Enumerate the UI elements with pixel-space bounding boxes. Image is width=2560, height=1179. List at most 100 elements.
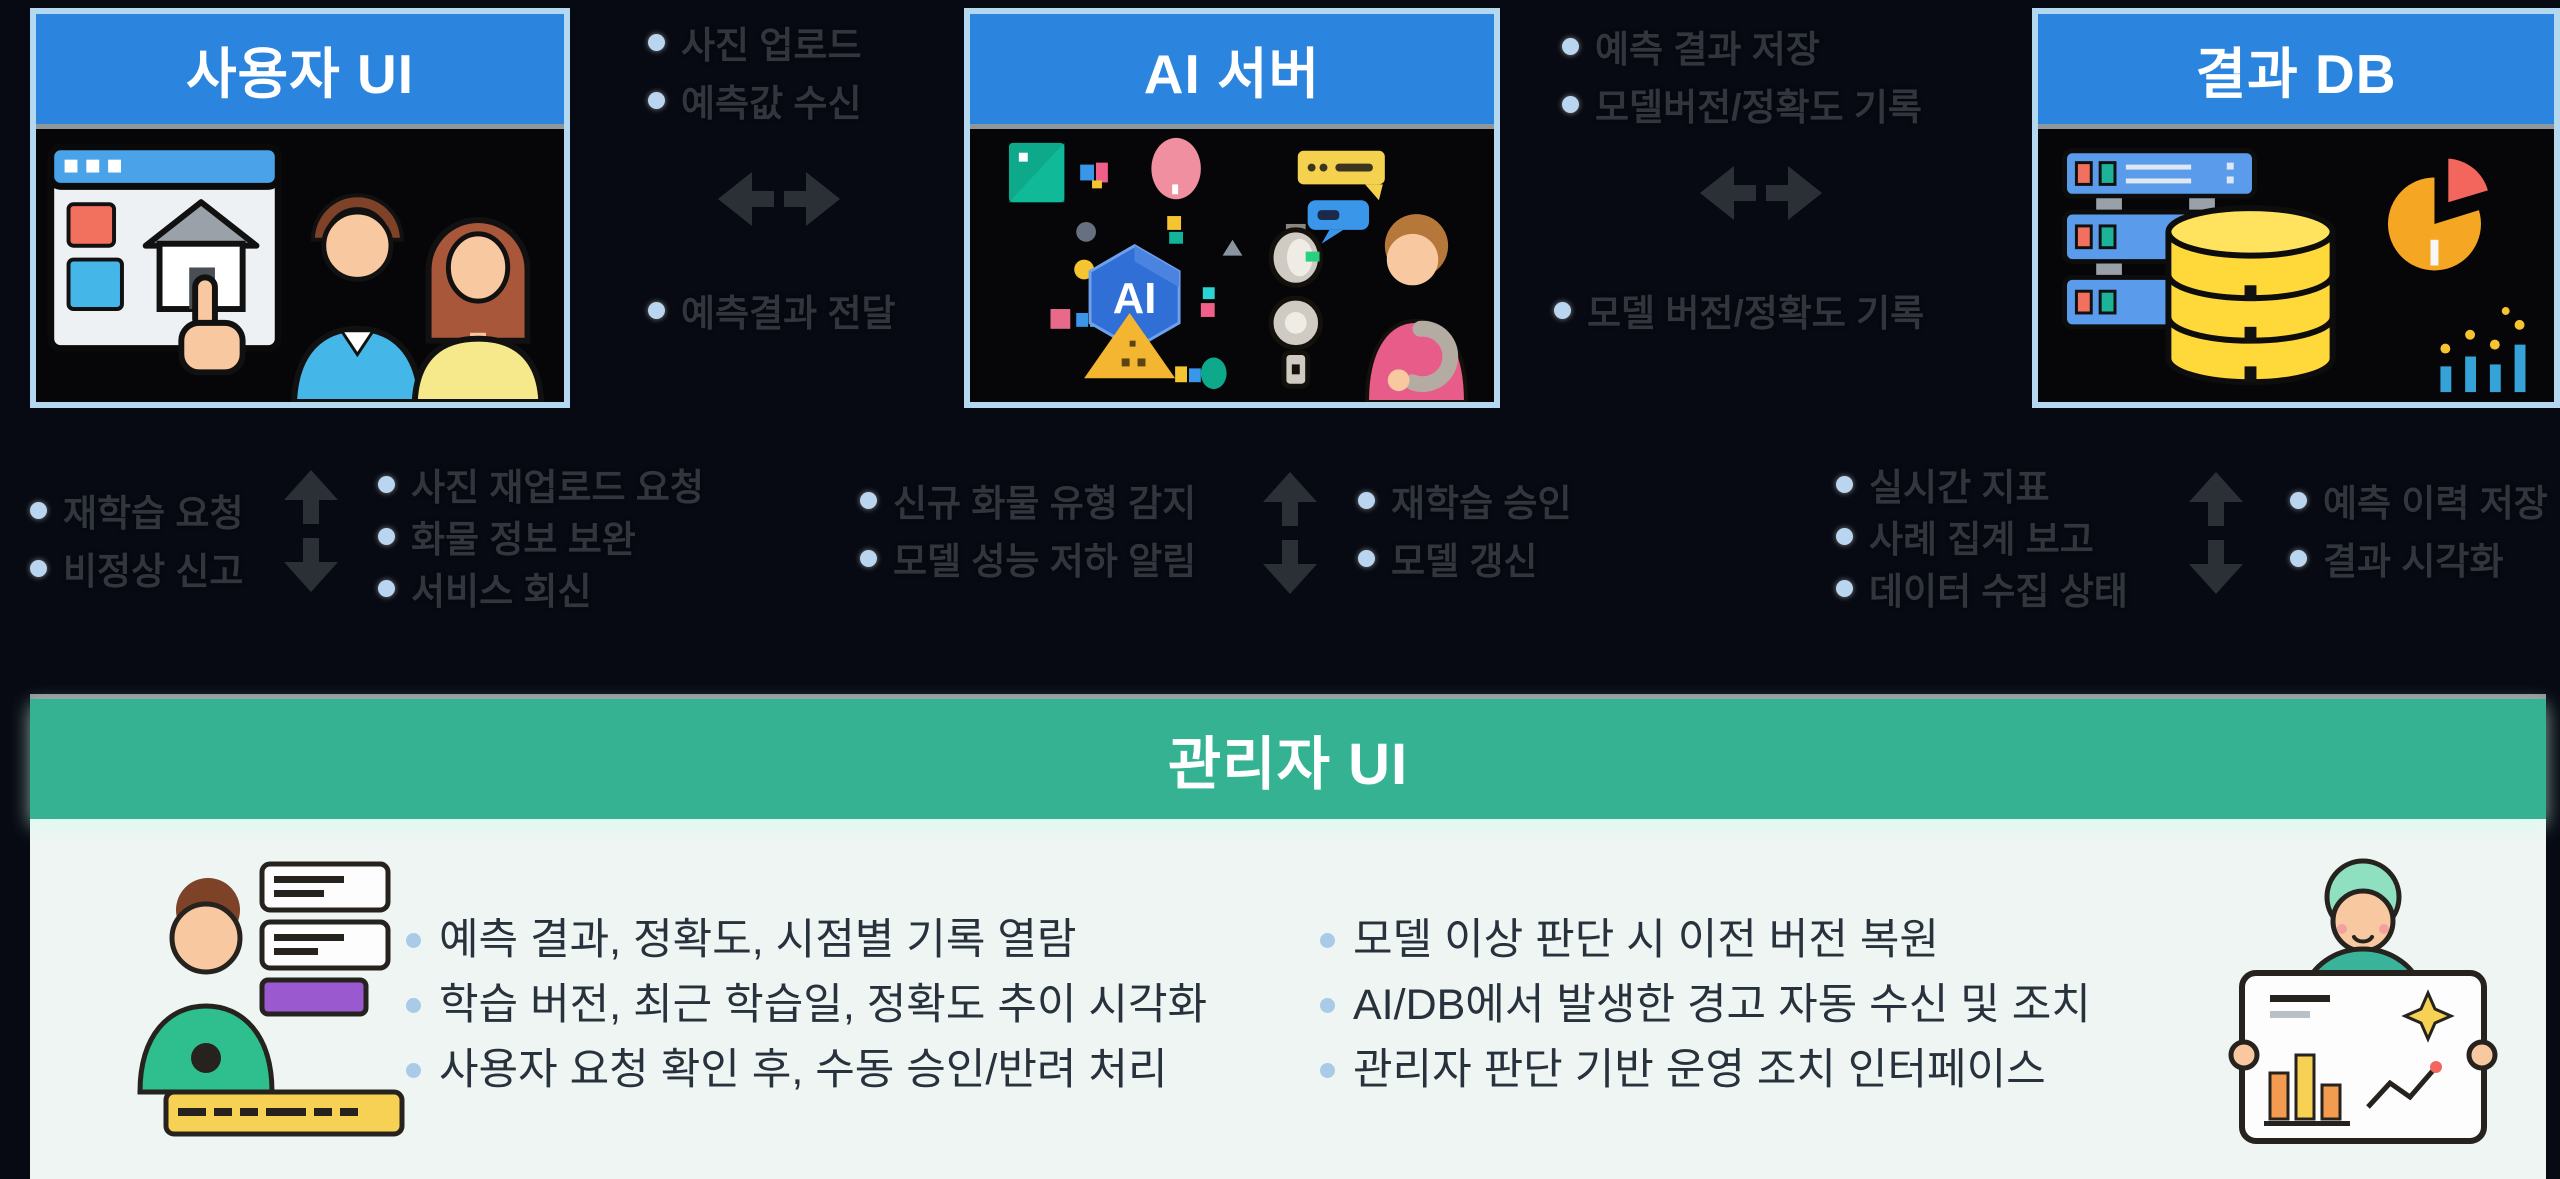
mid-flow-group-6: 예측 이력 저장 결과 시각화 — [2290, 478, 2548, 582]
admin-bullet-item: 사용자 요청 확인 후, 수동 승인/반려 처리 — [406, 1048, 1207, 1093]
result-db-illustration — [2038, 129, 2554, 402]
left-right-arrow-icon — [716, 166, 842, 237]
up-down-arrow-icon — [1260, 470, 1320, 601]
flow-item: 예측 이력 저장 — [2290, 478, 2548, 524]
bullet-dot-icon — [1562, 95, 1579, 113]
browser-users-icon — [47, 143, 545, 402]
result-db-box: 결과 DB — [2032, 8, 2560, 408]
flow-item: 예측 결과 저장 — [1562, 24, 1922, 70]
admin-bullet-item: AI/DB에서 발생한 경고 자동 수신 및 조치 — [1320, 982, 2091, 1028]
admin-bullet-item: 모델 이상 판단 시 이전 버전 복원 — [1320, 916, 2091, 964]
flow-item: 예측값 수신 — [648, 78, 861, 124]
admin-bullet-item: 관리자 판단 기반 운영 조치 인터페이스 — [1320, 1048, 2091, 1093]
flow-label: 예측 이력 저장 — [2323, 483, 2548, 524]
bullet-dot-icon — [378, 579, 395, 597]
admin-bullet-item: 학습 버전, 최근 학습일, 정확도 추이 시각화 — [406, 981, 1208, 1030]
flow-item: 사진 업로드 — [648, 20, 861, 66]
flow-label: 비정상 신고 — [63, 551, 244, 592]
user-ui-box: 사용자 UI — [30, 8, 570, 408]
bullet-dot-icon — [1358, 491, 1375, 509]
ai-robot-chat-icon: AI — [1008, 137, 1468, 402]
mid-flow-group-5: 실시간 지표 사례 집계 보고 데이터 수집 상태 — [1836, 462, 2128, 612]
database-charts-icon — [2062, 148, 2526, 393]
flow-ai-db-lower: 모델 버전/정확도 기록 — [1554, 288, 1924, 334]
mid-flow-group-2: 사진 재업로드 요청 화물 정보 보완 서비스 회신 — [378, 462, 704, 612]
flow-label: 모델 갱신 — [1391, 541, 1538, 582]
flow-label: 신규 화물 유형 감지 — [893, 483, 1197, 524]
admin-bullet-label: 관리자 판단 기반 운영 조치 인터페이스 — [1353, 1046, 2046, 1095]
flow-label: 사진 업로드 — [681, 25, 862, 66]
bullet-dot-icon — [2290, 491, 2307, 509]
flow-label: 예측 결과 저장 — [1595, 29, 1820, 70]
flow-label: 실시간 지표 — [1869, 467, 2050, 508]
bullet-dot-icon — [30, 501, 47, 519]
up-down-arrow-icon — [2186, 470, 2246, 601]
bullet-dot-icon — [648, 301, 665, 319]
user-ui-illustration — [36, 129, 564, 402]
ai-server-title: AI 서버 — [1143, 43, 1321, 105]
bullet-dot-icon — [1836, 579, 1853, 597]
result-db-title: 결과 DB — [2195, 43, 2397, 105]
flow-label: 서비스 회신 — [411, 571, 592, 612]
bullet-dot-icon — [648, 33, 665, 51]
mid-flow-group-1: 재학습 요청 비정상 신고 — [30, 488, 243, 592]
flow-item: 화물 정보 보완 — [378, 514, 704, 560]
ai-hexagon-label: AI — [1113, 275, 1157, 323]
admin-bullet-label: 학습 버전, 최근 학습일, 정확도 추이 시각화 — [439, 981, 1208, 1030]
admin-bullet-label: 사용자 요청 확인 후, 수동 승인/반려 처리 — [439, 1046, 1168, 1095]
ai-server-box: AI 서버 AI — [964, 8, 1500, 408]
flow-item: 사진 재업로드 요청 — [378, 462, 704, 508]
flow-item: 비정상 신고 — [30, 546, 243, 592]
flow-label: 예측결과 전달 — [681, 293, 896, 334]
admin-left-bullets: 예측 결과, 정확도, 시점별 기록 열람 학습 버전, 최근 학습일, 정확도… — [406, 916, 1208, 1093]
bullet-dot-icon — [2290, 549, 2307, 567]
admin-left-illustration — [112, 852, 412, 1142]
flow-label: 재학습 승인 — [1391, 483, 1572, 524]
bullet-dot-icon — [378, 475, 395, 493]
bullet-dot-icon — [1562, 37, 1579, 55]
bullet-dot-icon — [406, 1063, 421, 1079]
flow-item: 데이터 수집 상태 — [1836, 566, 2128, 612]
flow-label: 예측값 수신 — [681, 83, 862, 124]
admin-person-panels-icon — [137, 861, 405, 1137]
admin-right-bullets: 모델 이상 판단 시 이전 버전 복원 AI/DB에서 발생한 경고 자동 수신… — [1320, 916, 2091, 1093]
flow-label: 사진 재업로드 요청 — [411, 467, 704, 508]
flow-item: 신규 화물 유형 감지 — [860, 478, 1196, 524]
flow-label: 모델 성능 저하 알림 — [893, 541, 1197, 582]
bullet-dot-icon — [1320, 998, 1335, 1014]
flow-item: 모델 갱신 — [1358, 536, 1571, 582]
admin-bullet-label: 예측 결과, 정확도, 시점별 기록 열람 — [439, 916, 1077, 964]
bullet-dot-icon — [1358, 549, 1375, 567]
admin-ui-box: 관리자 UI — [30, 694, 2546, 1179]
bullet-dot-icon — [1320, 1063, 1335, 1079]
ai-server-header: AI 서버 — [970, 14, 1494, 129]
flow-item: 사례 집계 보고 — [1836, 514, 2128, 560]
admin-right-illustration — [2218, 845, 2508, 1165]
admin-ui-title: 관리자 UI — [1167, 732, 1409, 797]
flow-label: 데이터 수집 상태 — [1869, 571, 2128, 612]
ai-server-illustration: AI — [970, 129, 1494, 402]
flow-item: 모델 성능 저하 알림 — [860, 536, 1196, 582]
user-ui-title: 사용자 UI — [185, 43, 415, 105]
analyst-chart-board-icon — [2228, 858, 2498, 1144]
flow-label: 결과 시각화 — [2323, 541, 2504, 582]
admin-bullet-label: 모델 이상 판단 시 이전 버전 복원 — [1353, 916, 1939, 964]
bullet-dot-icon — [406, 933, 421, 948]
bullet-dot-icon — [860, 549, 877, 567]
bullet-dot-icon — [30, 559, 47, 577]
flow-label: 모델버전/정확도 기록 — [1595, 87, 1922, 128]
admin-ui-header: 관리자 UI — [30, 699, 2546, 819]
flow-label: 모델 버전/정확도 기록 — [1587, 293, 1925, 334]
left-right-arrow-icon — [1698, 160, 1824, 231]
mid-flow-group-4: 재학습 승인 모델 갱신 — [1358, 478, 1571, 582]
bullet-dot-icon — [406, 998, 421, 1014]
bullet-dot-icon — [1836, 527, 1853, 545]
mid-flow-group-3: 신규 화물 유형 감지 모델 성능 저하 알림 — [860, 478, 1196, 582]
admin-bullet-item: 예측 결과, 정확도, 시점별 기록 열람 — [406, 916, 1207, 964]
flow-item: 재학습 요청 — [30, 488, 243, 534]
up-down-arrow-icon — [281, 468, 341, 599]
bullet-dot-icon — [1320, 933, 1335, 948]
bullet-dot-icon — [1836, 475, 1853, 493]
user-ui-header: 사용자 UI — [36, 14, 564, 129]
